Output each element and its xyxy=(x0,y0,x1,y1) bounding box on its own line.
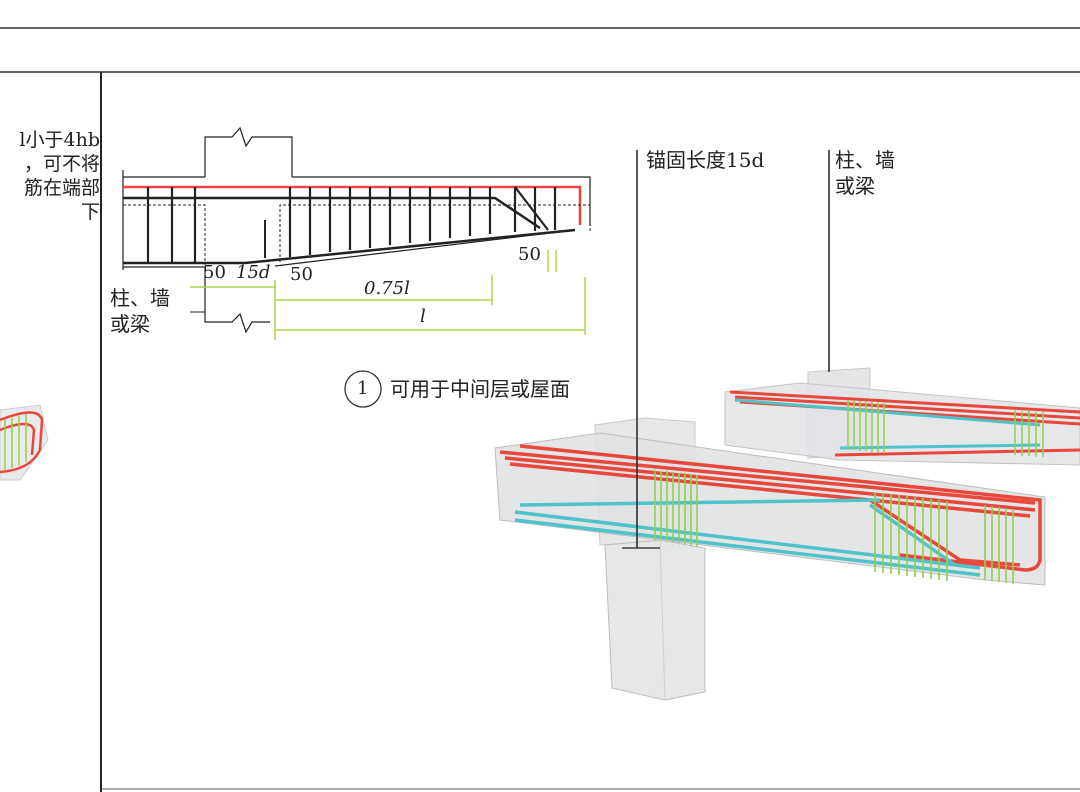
model-support-label-2: 或梁 xyxy=(835,174,875,198)
beam-3d-model xyxy=(494,150,1080,701)
dim-15d: 15d xyxy=(236,262,271,283)
detail-support-label-1: 柱、墙 xyxy=(110,286,170,310)
dimension-lines xyxy=(190,250,586,340)
left-model-fragment xyxy=(0,404,49,481)
left-note-line-4: 下 xyxy=(80,201,100,223)
dim-50-right: 50 xyxy=(518,244,541,265)
caption-text: 可用于中间层或屋面 xyxy=(390,377,570,401)
left-note-line-1: l小于4hb xyxy=(19,129,100,151)
beam-section-detail xyxy=(122,126,591,340)
caption-number: 1 xyxy=(357,378,369,399)
left-note: l小于4hb ，可不将 筋在端部 下 xyxy=(0,128,100,224)
model-support-label-1: 柱、墙 xyxy=(835,148,895,172)
dim-50-mid: 50 xyxy=(290,264,313,285)
left-note-line-3: 筋在端部 xyxy=(23,177,100,199)
anchor-length-label: 锚固长度15d xyxy=(646,148,765,172)
detail-support-label-2: 或梁 xyxy=(110,312,150,336)
dim-l: l xyxy=(420,306,426,327)
dim-50-left: 50 xyxy=(203,262,226,283)
stirrups xyxy=(146,186,557,263)
caption-number-circle xyxy=(344,370,382,408)
left-note-line-2: ，可不将 xyxy=(23,153,100,175)
column-bottom xyxy=(604,539,706,701)
dim-0-75l: 0.75l xyxy=(364,278,410,299)
